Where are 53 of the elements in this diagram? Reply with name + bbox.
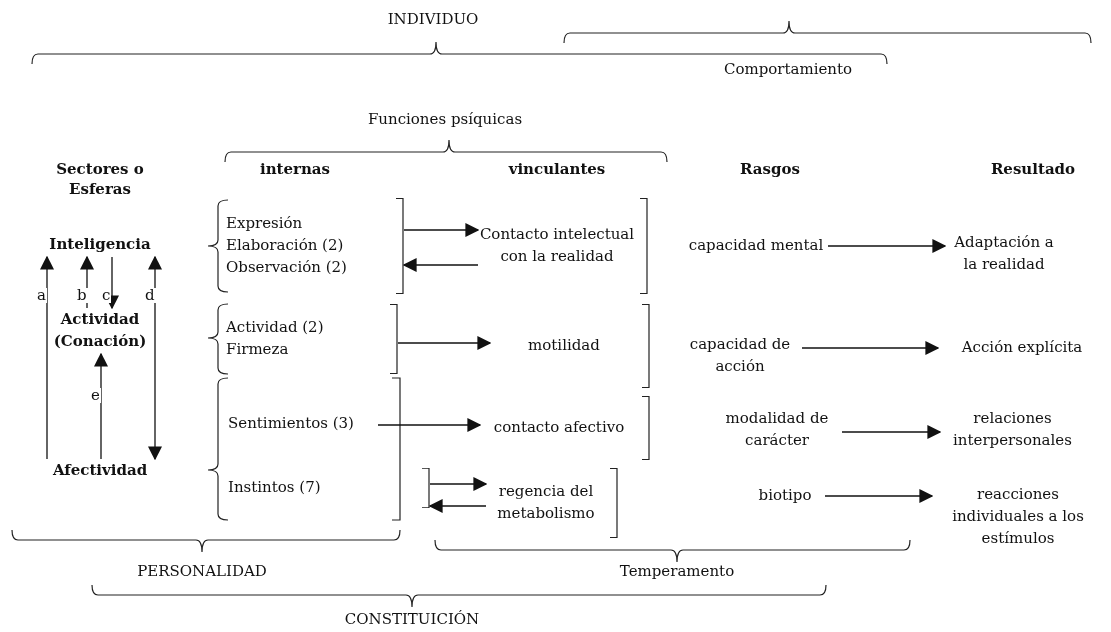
sphere-label: Afectividad (30, 459, 170, 483)
arrow (148, 255, 162, 461)
bracketed-text: contacto afectivo (480, 396, 650, 460)
result-text: Adaptación a la realidad (945, 232, 1063, 276)
trait-text: capacidad de acción (678, 334, 802, 378)
list-item: Actividad (2) (226, 317, 324, 339)
list-item: Expresión (226, 213, 303, 235)
column-heading: Rasgos (740, 160, 800, 180)
list-item: Sentimientos (3) (228, 412, 378, 436)
arrow (403, 223, 480, 237)
result-text: Acción explícita (938, 336, 1106, 360)
bracket-label: Temperamento (619, 562, 735, 582)
bracketed-text: motilidad (490, 304, 650, 388)
trait-text: capacidad mental (684, 234, 828, 258)
column-heading: internas (259, 160, 331, 180)
bracket-label: CONSTITUICIÓN (344, 610, 480, 630)
column-heading: Sectores o Esferas (55, 160, 145, 199)
edge-label: b (76, 288, 88, 303)
edge-label: a (36, 288, 47, 303)
arrow (429, 477, 488, 491)
sphere-label: Inteligencia (30, 233, 170, 257)
bracket-label: INDIVIDUO (387, 10, 479, 30)
list-item: Elaboración (2) (226, 235, 344, 257)
arrow (428, 499, 487, 513)
column-heading: Resultado (990, 160, 1076, 180)
bracket-label: Funciones psíquicas (367, 110, 523, 130)
bracketed-text: Contacto intelectual con la realidad (478, 198, 648, 294)
list-item: Observación (2) (226, 256, 347, 278)
arrow (402, 258, 479, 272)
bracket-label: Comportamiento (723, 60, 853, 80)
arrow (94, 352, 108, 460)
bracketed-text: regencia del metabolismo (486, 468, 618, 538)
arrow (841, 425, 942, 439)
result-text: relaciones interpersonales (940, 408, 1085, 452)
arrow (397, 336, 492, 350)
edge-label: e (90, 388, 101, 403)
arrow (80, 255, 94, 309)
bracketed-text: Instintos (7) (228, 468, 430, 508)
bracketed-list (226, 198, 404, 294)
bracketed-list (226, 304, 398, 374)
edge-label: d (144, 288, 156, 303)
arrow (824, 489, 934, 503)
result-text: reacciones individuales a los estímulos (932, 484, 1104, 550)
bracket-label: PERSONALIDAD (137, 562, 267, 582)
trait-text: biotipo (745, 484, 825, 508)
column-heading: vinculantes (508, 160, 606, 180)
trait-text: modalidad de carácter (712, 408, 842, 452)
arrow (377, 418, 482, 432)
arrow (827, 239, 947, 253)
arrow (801, 341, 940, 355)
list-item: Firmeza (226, 339, 289, 360)
sphere-label: Actividad (Conación) (30, 308, 170, 354)
arrow (40, 255, 54, 460)
